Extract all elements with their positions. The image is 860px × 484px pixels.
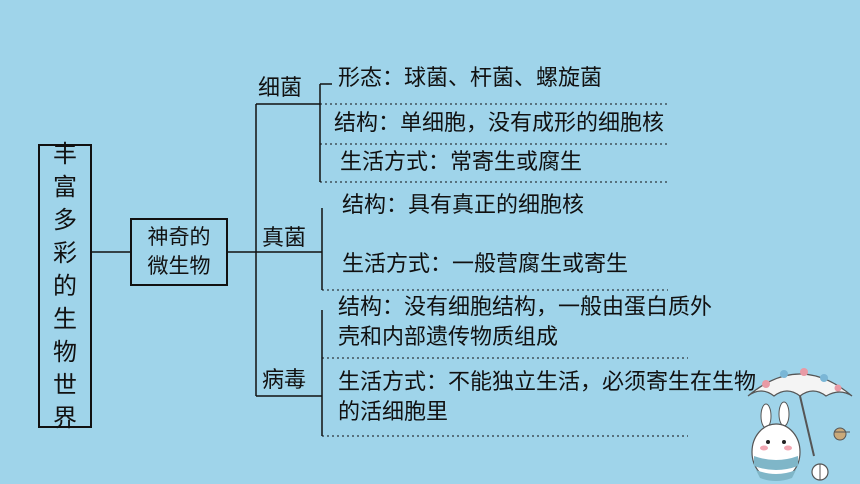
root-char: 富	[53, 172, 77, 201]
branch-label-bacteria: 细菌	[258, 76, 303, 101]
root-char: 界	[53, 403, 77, 432]
root-char: 生	[53, 304, 77, 333]
bacteria-shape-item: 形态：球菌、杆菌、螺旋菌	[338, 66, 603, 91]
bacteria-structure-item: 结构：单细胞，没有成形的细胞核	[334, 111, 665, 136]
root-char: 彩	[53, 238, 77, 267]
root-char: 多	[53, 205, 77, 234]
middle-node: 神奇的 微生物	[130, 218, 228, 286]
root-char: 世	[53, 370, 77, 399]
root-char: 丰	[53, 139, 77, 168]
root-char: 物	[53, 337, 77, 366]
branch-label-fungi: 真菌	[262, 226, 307, 251]
fungi-structure-item: 结构：具有真正的细胞核	[342, 193, 585, 218]
root-char: 的	[53, 271, 77, 300]
bunny-umbrella-illustration	[747, 368, 853, 481]
middle-line-1: 神奇的	[147, 225, 211, 249]
middle-line-2: 微生物	[147, 254, 211, 278]
virus-lifestyle-item: 生活方式：不能独立生活，必须寄生在生物的活细胞里	[338, 370, 757, 425]
branch-label-virus: 病毒	[262, 368, 307, 393]
virus-structure-item: 结构：没有细胞结构，一般由蛋白质外壳和内部遗传物质组成	[338, 295, 713, 350]
fungi-lifestyle-item: 生活方式：一般营腐生或寄生	[342, 252, 629, 277]
bacteria-lifestyle-item: 生活方式：常寄生或腐生	[340, 150, 583, 175]
root-node: 丰 富 多 彩 的 生 物 世 界	[38, 140, 92, 432]
